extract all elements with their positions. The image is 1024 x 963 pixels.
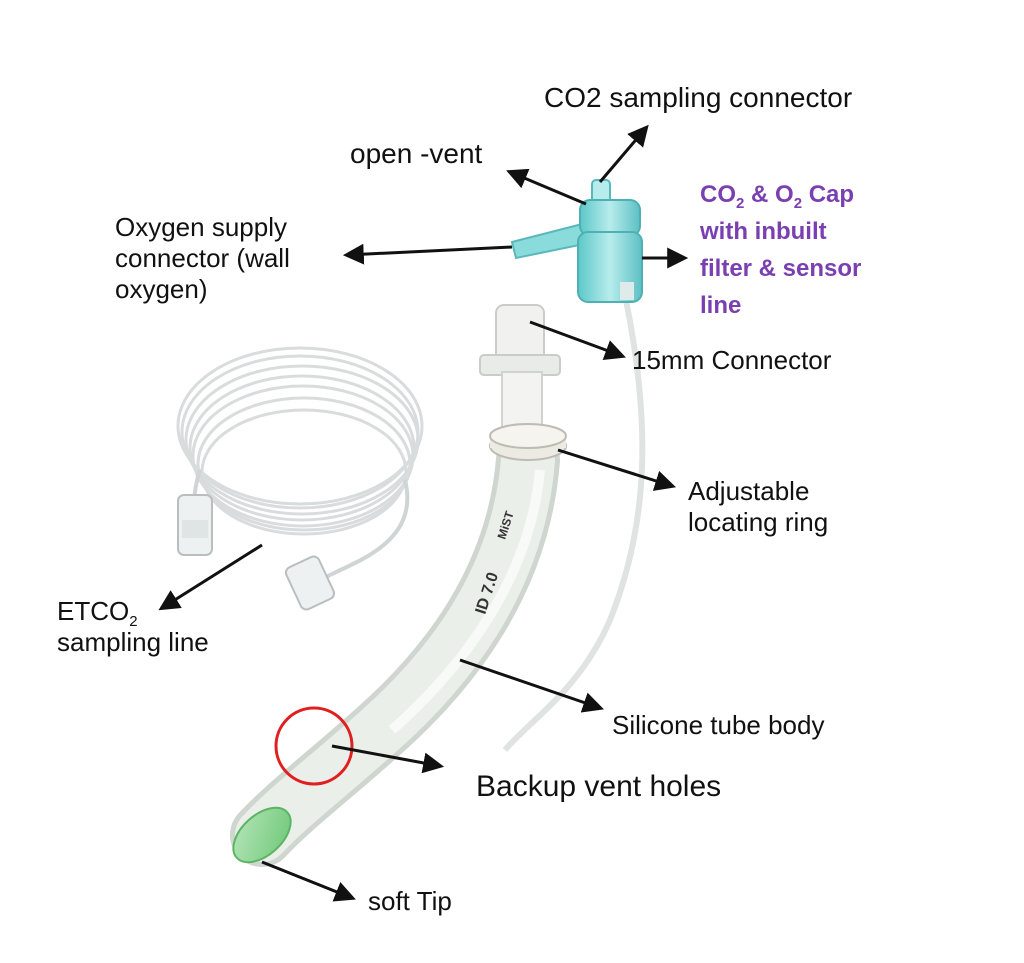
arrow-backup-vent <box>331 744 445 774</box>
etco2-sampling-line-illustration <box>176 346 424 587</box>
tube-body-illustration <box>230 428 560 867</box>
arrow-co2-sampling <box>598 124 649 183</box>
label-text: open -vent <box>350 138 483 169</box>
co2-o2-cap-illustration <box>510 179 643 303</box>
label-oxygen-supply: Oxygen supply connector (wall oxygen) <box>115 212 290 305</box>
etco2-line-2: sampling line <box>57 627 209 657</box>
etco2-text: ETCO <box>57 596 130 626</box>
label-backup-vent: Backup vent holes <box>476 770 721 804</box>
label-text: CO2 sampling connector <box>544 82 853 113</box>
label-silicone-body: Silicone tube body <box>612 710 824 741</box>
label-co2-o2-cap: CO2 & O2 Cap with inbuilt filter & senso… <box>700 176 861 324</box>
cap-text-cap: Cap <box>802 181 855 208</box>
arrow-silicone-body <box>459 658 604 713</box>
locating-ring-illustration <box>489 423 567 461</box>
sensor-line-illustration <box>502 299 646 752</box>
cap-text-o: & O <box>744 181 794 208</box>
cap-sub-2: 2 <box>736 194 745 212</box>
cap-line-1: CO2 & O2 Cap <box>700 176 861 213</box>
arrow-15mm-connector <box>529 320 626 361</box>
soft-tip-illustration <box>232 806 292 864</box>
cap-line-3: filter & sensor <box>700 255 862 282</box>
cap-sub-2b: 2 <box>793 194 803 212</box>
vent-holes-highlight-circle <box>274 706 354 786</box>
label-text: soft Tip <box>368 886 452 916</box>
label-line: connector (wall <box>115 243 290 273</box>
cap-text-co: CO <box>700 181 736 208</box>
label-soft-tip: soft Tip <box>368 886 452 917</box>
cap-line-4: line <box>700 292 742 319</box>
label-line: locating ring <box>688 507 829 537</box>
etco2-line-1: ETCO2 <box>57 596 209 631</box>
label-adjustable-ring: Adjustable locating ring <box>688 476 828 538</box>
etco2-sub: 2 <box>129 613 138 631</box>
label-text: 15mm Connector <box>632 345 832 375</box>
arrow-adjustable-ring <box>557 448 677 491</box>
label-text: Silicone tube body <box>612 710 825 740</box>
connector-15mm-illustration <box>479 304 561 441</box>
cap-line-2: with inbuilt <box>700 218 827 245</box>
label-etco2: ETCO2 sampling line <box>57 596 209 658</box>
label-line: Oxygen supply <box>115 212 287 242</box>
label-line: Adjustable <box>688 476 810 506</box>
label-15mm-connector: 15mm Connector <box>632 345 831 376</box>
label-text: Backup vent holes <box>476 770 722 803</box>
arrow-oxygen-supply <box>342 243 513 265</box>
arrow-etco2 <box>158 543 263 611</box>
arrow-soft-tip <box>261 860 356 902</box>
label-line: oxygen) <box>115 274 208 304</box>
luer-connector-icon <box>177 494 336 611</box>
label-co2-sampling-connector: CO2 sampling connector <box>544 82 852 113</box>
label-open-vent: open -vent <box>350 138 482 169</box>
pointer-arrows <box>158 124 689 902</box>
arrow-open-vent <box>506 168 587 206</box>
